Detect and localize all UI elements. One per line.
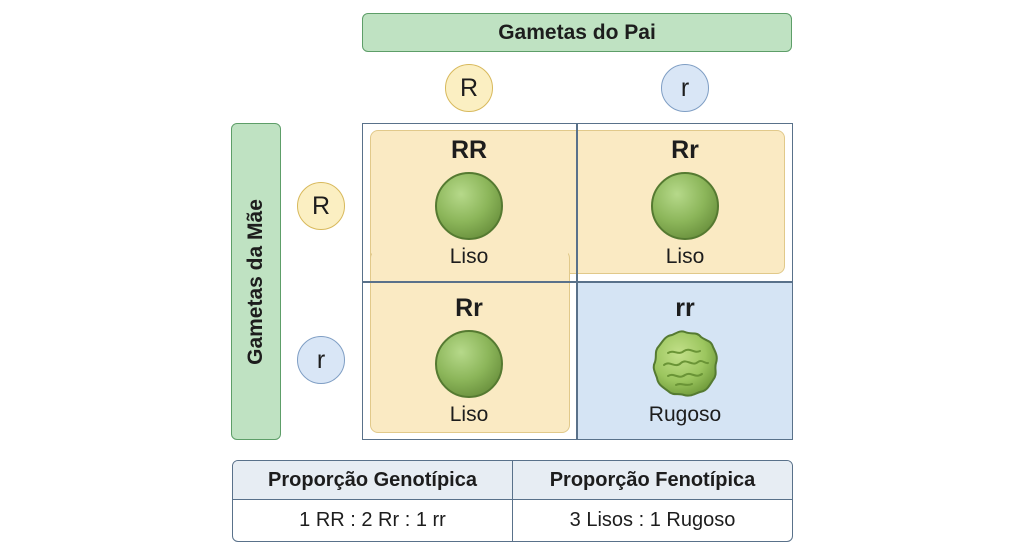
mother-allele-recessive-label: r — [316, 345, 326, 374]
cell-genotype: RR — [450, 136, 488, 164]
cell-genotype: Rr — [455, 294, 483, 322]
phenotypic-proportion-value: 3 Lisos : 1 Rugoso — [569, 509, 736, 531]
cell-genotype: rr — [675, 294, 695, 322]
dominant-region-join — [372, 248, 568, 274]
mother-allele-dominant: R — [297, 182, 345, 230]
father-allele-recessive-label: r — [680, 73, 690, 102]
cell-phenotype: Liso — [449, 403, 489, 426]
mother-allele-recessive: r — [297, 336, 345, 384]
cell-phenotype: Liso — [449, 245, 489, 268]
cell-genotype: Rr — [671, 136, 699, 164]
father-gametes-title: Gametas do Pai — [498, 20, 656, 44]
genotypic-proportion-value: 1 RR : 2 Rr : 1 rr — [233, 500, 513, 541]
cell-phenotype: Liso — [665, 245, 705, 268]
punnett-cell-Rr-top: Rr Liso — [578, 123, 792, 280]
smooth-pea-icon — [434, 329, 504, 399]
grid-divider-horizontal — [362, 281, 793, 283]
father-allele-recessive: r — [661, 64, 709, 112]
mother-gametes-header: Gametas da Mãe — [231, 123, 281, 440]
punnett-cell-rr: rr Rugoso — [578, 281, 792, 438]
father-allele-dominant: R — [445, 64, 493, 112]
mother-gametes-title: Gametas da Mãe — [244, 198, 267, 365]
phenotypic-proportion-header: Proporção Fenotípica — [513, 461, 792, 500]
punnett-cell-RR: RR Liso — [362, 123, 576, 280]
punnett-cell-Rr-bottom: Rr Liso — [362, 281, 576, 438]
cell-phenotype: Rugoso — [648, 403, 722, 426]
smooth-pea-icon — [650, 171, 720, 241]
father-gametes-header: Gametas do Pai — [362, 13, 792, 52]
mother-allele-dominant-label: R — [311, 191, 331, 220]
wrinkled-pea-icon — [650, 329, 720, 399]
smooth-pea-icon — [434, 171, 504, 241]
genotypic-proportion-header: Proporção Genotípica — [233, 461, 513, 500]
proportion-summary-table: Proporção Genotípica Proporção Fenotípic… — [232, 460, 793, 542]
father-allele-dominant-label: R — [459, 73, 479, 102]
